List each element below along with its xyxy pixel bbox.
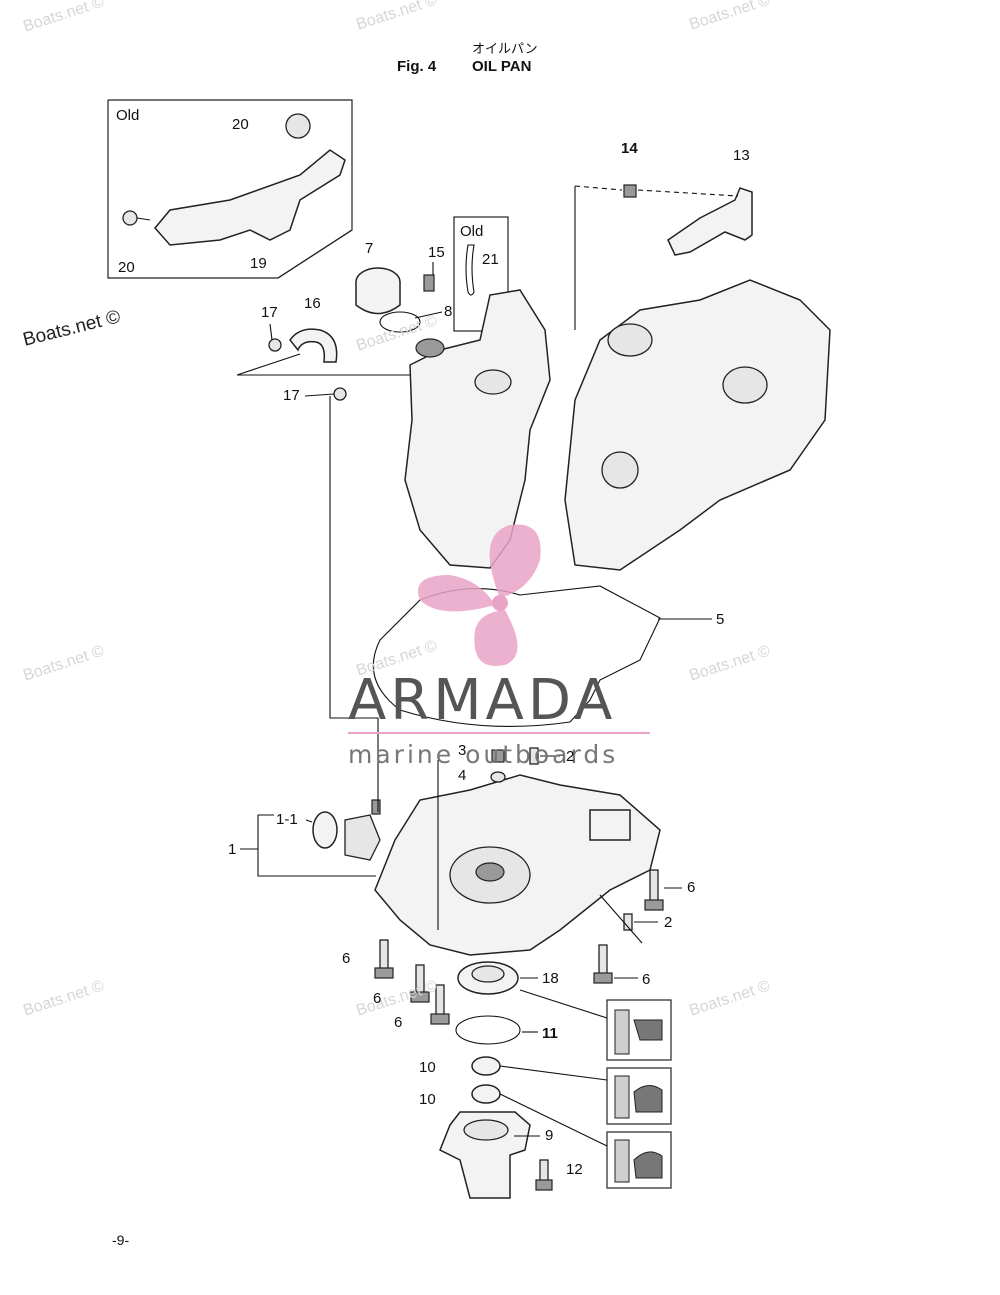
brand-name: ARMADA: [348, 668, 617, 733]
brand-divider: [348, 732, 650, 734]
part-label-2: 2: [664, 914, 673, 931]
inset-box-old-21: [453, 216, 509, 332]
clip-17-a: [268, 338, 282, 352]
part-label-6: 6: [687, 879, 696, 896]
part-label-10: 10: [419, 1091, 436, 1108]
bolt-6-a: [644, 869, 664, 911]
part-label-6: 6: [342, 950, 351, 967]
bolt-6-b: [374, 939, 394, 979]
part-label-18: 18: [542, 970, 559, 987]
part-label-20: 20: [118, 259, 135, 276]
part-label-6: 6: [642, 971, 651, 988]
part-label-10: 10: [419, 1059, 436, 1076]
bolt-6-c: [410, 964, 430, 1003]
seal-detail-box-1: [606, 999, 672, 1061]
part-label-7: 7: [365, 240, 374, 257]
part-label-14: 14: [621, 140, 638, 157]
bracket-13: [667, 187, 753, 256]
part-label-15: 15: [428, 244, 445, 261]
figure-title: OIL PAN: [472, 58, 532, 75]
bolt-15: [423, 274, 435, 292]
washer-4: [490, 771, 506, 783]
part-label-13: 13: [733, 147, 750, 164]
part-label-2: 2: [566, 748, 575, 765]
upper-casing-left: [404, 289, 551, 569]
figure-label: Fig. 4: [397, 58, 437, 75]
seal-detail-box-3: [606, 1131, 672, 1189]
part-label-11: 11: [542, 1025, 558, 1042]
bolt-12: [535, 1159, 553, 1191]
part-label-3: 3: [458, 742, 467, 759]
part-label-6: 6: [373, 990, 382, 1007]
dowel-2-top: [529, 747, 539, 765]
part-label-17: 17: [283, 387, 300, 404]
cap-20-top: [285, 113, 311, 139]
clip-17-b: [333, 387, 347, 401]
hose-16: [289, 328, 338, 363]
part-label-5: 5: [716, 611, 725, 628]
bracket-19: [154, 149, 346, 246]
brand-tagline: marine outboards: [348, 740, 619, 769]
part-label-1-1: 1-1: [276, 811, 298, 828]
part-label-20: 20: [232, 116, 249, 133]
page-number: -9-: [112, 1232, 130, 1248]
label-old-21: Old: [460, 223, 484, 240]
part-label-17: 17: [261, 304, 278, 321]
upper-casing-right: [564, 279, 831, 571]
seal-10-b: [471, 1084, 501, 1104]
part-label-6: 6: [394, 1014, 403, 1031]
bolt-6-e: [593, 944, 613, 984]
part-label-8: 8: [444, 303, 453, 320]
part-label-16: 16: [304, 295, 321, 312]
part-label-21: 21: [482, 251, 499, 268]
part-1-1: [312, 811, 338, 849]
title-japanese: オイルパン: [472, 42, 538, 57]
part-label-9: 9: [545, 1127, 554, 1144]
part-label-12: 12: [566, 1161, 583, 1178]
seal-10-a: [471, 1056, 501, 1076]
part-label-4: 4: [458, 767, 467, 784]
oring-8: [379, 311, 421, 333]
housing-9: [439, 1111, 531, 1199]
screw-20: [122, 210, 138, 226]
part-3: [491, 749, 505, 763]
part-label-19: 19: [250, 255, 267, 272]
armada-logo: [418, 524, 541, 666]
seal-detail-box-2: [606, 1067, 672, 1125]
part-14: [623, 184, 637, 198]
part-label-1: 1: [228, 841, 237, 858]
bolt-6-d: [430, 984, 450, 1025]
oring-11: [455, 1015, 521, 1045]
label-old-inset: Old: [116, 107, 140, 124]
gasket-5: [372, 585, 661, 727]
